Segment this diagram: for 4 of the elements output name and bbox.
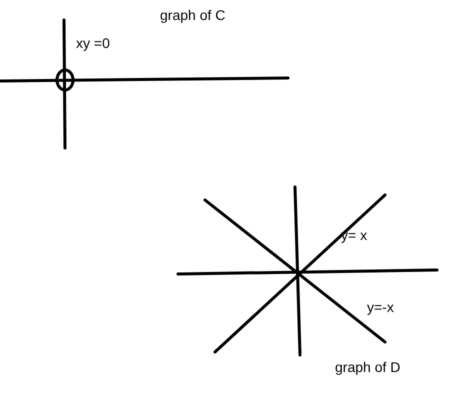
equation-label: xy =0 [76,36,110,50]
graph-title: graph of C [160,8,226,22]
graph-title: graph of D [335,360,400,374]
equation-label: y=-x [367,300,394,314]
